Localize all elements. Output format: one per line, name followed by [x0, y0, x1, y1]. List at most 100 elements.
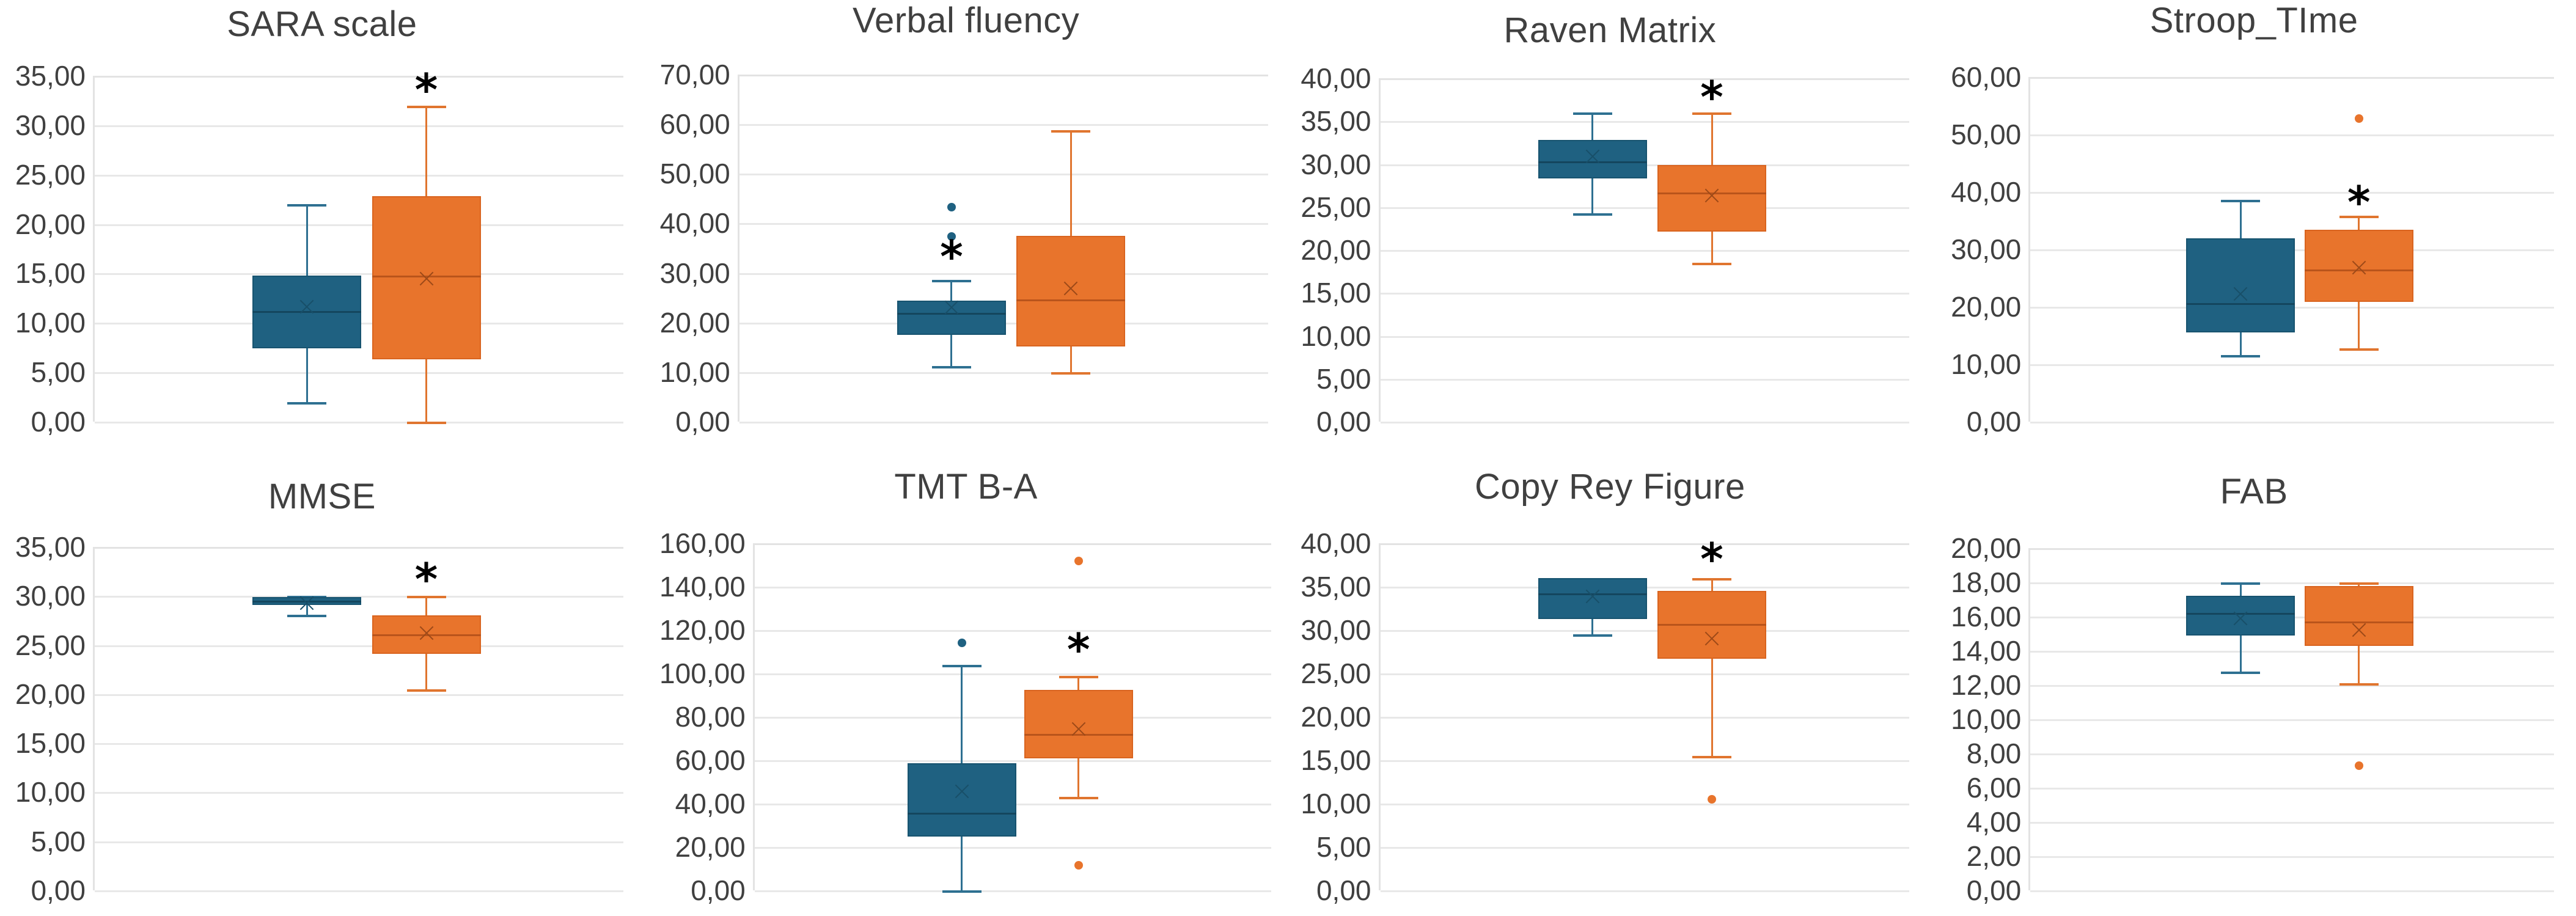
y-tick-label: 30,00 — [15, 580, 86, 612]
significance-asterisk: * — [1700, 71, 1723, 123]
mean-marker-x — [1583, 587, 1602, 606]
whisker-cap-upper — [406, 105, 446, 108]
y-tick-label: 80,00 — [675, 701, 746, 733]
mean-marker-x — [417, 624, 436, 642]
whisker-cap-lower — [1692, 755, 1731, 758]
gridline — [1380, 422, 1909, 423]
panel-title: TMT B-A — [894, 467, 1038, 507]
mean-marker-x — [1062, 279, 1080, 298]
gridline — [2030, 651, 2555, 653]
outlier-point — [1074, 557, 1083, 566]
gridline — [2030, 422, 2555, 423]
median-line — [1657, 624, 1766, 626]
mean-marker-x — [298, 594, 316, 612]
gridline — [1380, 543, 1909, 545]
gridline — [1380, 804, 1909, 805]
y-tick-label: 0,00 — [675, 406, 730, 438]
gridline — [2030, 856, 2555, 858]
significance-asterisk: * — [1700, 533, 1723, 585]
y-tick-label: 5,00 — [31, 825, 86, 857]
panel-title: Raven Matrix — [1503, 10, 1717, 50]
whisker-cap-lower — [406, 422, 446, 424]
gridline — [95, 547, 623, 549]
y-tick-label: 0,00 — [31, 874, 86, 906]
whisker-cap-lower — [287, 614, 327, 617]
gridline — [1380, 673, 1909, 675]
y-tick-label: 15,00 — [15, 727, 86, 760]
y-tick-label: 60,00 — [1951, 61, 2022, 93]
whisker-cap-upper — [2221, 582, 2261, 585]
mean-marker-x — [298, 298, 316, 316]
y-tick-label: 35,00 — [15, 531, 86, 563]
outlier-point — [1708, 794, 1716, 804]
plot-area: * — [1378, 537, 1909, 892]
gridline — [95, 596, 623, 598]
gridline — [739, 422, 1268, 423]
y-tick-label: 18,00 — [1951, 566, 2022, 598]
whisker-cap-upper — [287, 204, 327, 207]
plot-area: * — [93, 547, 623, 892]
whisker-cap-lower — [2339, 683, 2379, 686]
y-tick-label: 25,00 — [1301, 658, 1371, 689]
gridline — [1380, 78, 1909, 80]
y-tick-label: 0,00 — [691, 874, 746, 906]
y-tick-label: 40,00 — [659, 207, 730, 240]
gridline — [754, 760, 1271, 762]
y-tick-label: 20,00 — [1301, 234, 1371, 266]
panel-title: Stroop_TIme — [2149, 1, 2358, 40]
gridline — [95, 890, 623, 892]
panel-title: SARA scale — [227, 4, 417, 44]
whisker-cap-lower — [1692, 263, 1731, 266]
panel-title: FAB — [2220, 472, 2288, 511]
whisker-cap-upper — [1051, 130, 1091, 133]
gridline — [2030, 192, 2555, 194]
y-tick-label: 0,00 — [1316, 406, 1371, 438]
whisker-cap-lower — [2221, 671, 2261, 674]
y-tick-label: 30,00 — [659, 257, 730, 289]
mean-marker-x — [1703, 629, 1721, 648]
gridline — [95, 273, 623, 276]
y-tick-label: 10,00 — [1951, 703, 2022, 735]
gridline — [1380, 250, 1909, 252]
y-tick-label: 5,00 — [1316, 362, 1371, 395]
mean-marker-x — [953, 782, 971, 801]
y-tick-label: 10,00 — [15, 776, 86, 808]
gridline — [95, 743, 623, 746]
gridline — [1380, 335, 1909, 338]
median-line — [907, 812, 1016, 815]
y-tick-label: 140,00 — [659, 571, 746, 603]
y-tick-label: 20,00 — [675, 831, 746, 863]
y-tick-label: 12,00 — [1951, 669, 2022, 701]
significance-asterisk: * — [414, 553, 438, 605]
plot-area — [2028, 548, 2555, 892]
whisker-cap-upper — [1692, 577, 1731, 581]
whisker-cap-lower — [942, 890, 982, 893]
outlier-point — [947, 232, 956, 241]
gridline — [95, 422, 623, 423]
whisker-cap-upper — [942, 664, 982, 667]
gridline — [2030, 364, 2555, 366]
y-tick-label: 20,00 — [15, 208, 86, 240]
whisker-cap-upper — [2221, 200, 2261, 203]
gridline — [95, 841, 623, 843]
significance-asterisk: * — [1066, 623, 1090, 675]
mean-marker-x — [2350, 258, 2368, 277]
whisker-cap-upper — [406, 596, 446, 599]
y-tick-label: 35,00 — [1301, 105, 1371, 137]
y-tick-label: 25,00 — [15, 629, 86, 661]
gridline — [754, 890, 1271, 892]
mean-marker-x — [2231, 609, 2250, 628]
y-tick-label: 35,00 — [1301, 571, 1371, 603]
whisker-cap-lower — [1572, 634, 1612, 637]
gridline — [1380, 630, 1909, 632]
y-tick-label: 35,00 — [15, 60, 86, 92]
y-tick-label: 40,00 — [1301, 527, 1371, 559]
mean-marker-x — [942, 298, 961, 317]
y-tick-label: 8,00 — [1966, 738, 2022, 769]
